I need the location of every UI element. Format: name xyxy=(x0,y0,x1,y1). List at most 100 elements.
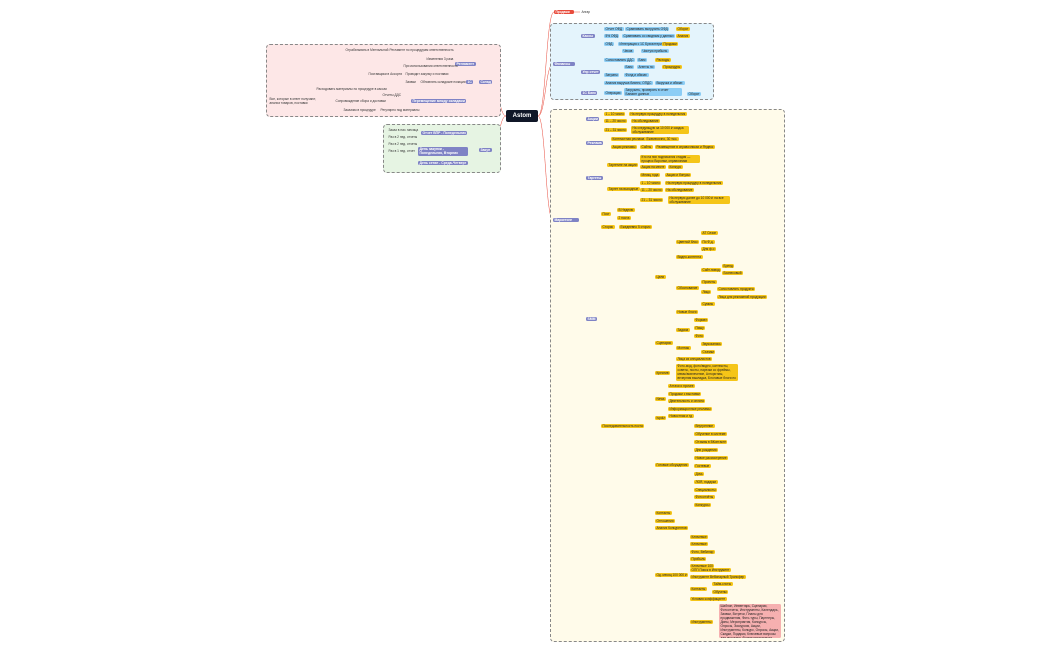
fin-ic1-a[interactable]: Операции xyxy=(604,91,622,95)
smm-stories[interactable]: Сторис xyxy=(601,225,615,229)
tgt-3-b[interactable]: Акции и бонусы xyxy=(665,173,692,177)
fin-uo2-c[interactable]: Расходы xyxy=(655,58,671,62)
promo-7[interactable]: Контакты xyxy=(690,587,707,591)
tseli-7[interactable]: Бизнесовый xyxy=(722,271,744,275)
zakup-1-b[interactable]: Отчет ВПР - Понедельник xyxy=(421,131,468,135)
isp-7[interactable]: ЛОЯ, подарки xyxy=(694,480,718,484)
promo-5[interactable]: ОПП Поиск в Инструмент xyxy=(690,568,731,572)
promo-10[interactable]: Условия коэффициент xyxy=(690,597,727,601)
branch-marketing[interactable]: Маркетинг xyxy=(553,218,579,222)
isp-10[interactable]: Конкурсы xyxy=(694,503,712,507)
tgt-6-c[interactable]: На первую далее до 10 000 ₽ на все обслу… xyxy=(668,196,730,204)
zakup-1-a[interactable]: Заказ в нач. месяца xyxy=(388,128,419,132)
vneshnie-1[interactable]: Отношения xyxy=(655,519,676,523)
tseli-2[interactable]: По Ф.д. xyxy=(701,240,716,244)
akt-1-a[interactable]: 1 – 10 число xyxy=(604,112,626,116)
smm-ispolz[interactable]: Ispolz xyxy=(655,416,667,420)
branch-zakup[interactable]: Закуп xyxy=(479,148,492,152)
fin-kassa-r3-b[interactable]: Интеграция с 1С Бухгалтерия xyxy=(618,42,666,46)
isp-8[interactable]: Специалисты xyxy=(694,488,718,492)
news-5[interactable]: Новостная и тд xyxy=(668,414,694,418)
smm-tseli[interactable]: Цели xyxy=(655,275,666,279)
smm-kreativ[interactable]: Креатив xyxy=(655,371,671,375)
smm-post-main[interactable]: Последовательность поста xyxy=(601,424,645,428)
isp-1[interactable]: Обучение в системе xyxy=(694,432,728,436)
smm-post-1[interactable]: В Неделю xyxy=(617,208,635,212)
fin-kassa[interactable]: Кассы xyxy=(581,34,595,38)
fin-kassa-r3-c[interactable]: Продажи xyxy=(662,42,679,46)
vneshnie-2[interactable]: Анализ Конкурентов xyxy=(655,526,689,530)
fin-icbank[interactable]: 1С Банк xyxy=(581,91,598,95)
fin-uo5-a[interactable]: Анализ выручка бизнес, ОПДС xyxy=(604,81,653,85)
news-3[interactable]: Деятельность и оплата xyxy=(668,399,706,403)
rek-1-b[interactable]: Ежемесячно, 30 тыс. xyxy=(645,137,679,141)
akt-2-b[interactable]: На обследование xyxy=(631,119,661,123)
sts-5[interactable]: Звукозапись xyxy=(701,342,723,346)
sts-1[interactable]: Формат xyxy=(694,318,709,322)
zakup-3-b[interactable]: День закупки - Понедельник, Вторник xyxy=(418,147,468,156)
mkt-targety[interactable]: Таргеты xyxy=(586,176,603,180)
tgt-6-b[interactable]: 21 – 31 число xyxy=(640,198,664,202)
rek-2-c[interactable]: Размещение в справочниках и Яндекс xyxy=(655,145,715,149)
kreativ-text[interactable]: Фото-мод, фото/видео, контексты, советы,… xyxy=(676,364,738,381)
mkt-aktsii[interactable]: Акции xyxy=(586,117,600,121)
fin-kassa-r1-b[interactable]: Сравнивать выгрузить ОФД xyxy=(625,27,670,31)
news-1[interactable]: Аттачи и прочее xyxy=(668,384,696,388)
tseli-9[interactable]: Обоснование xyxy=(676,286,699,290)
promo-2[interactable]: Фото, Вебинар xyxy=(690,550,715,554)
promo-6[interactable]: Инструмент Вебинарный Трансфер xyxy=(690,575,746,579)
news-2[interactable]: Продажи с выставки xyxy=(668,392,702,396)
mkt-smm[interactable]: SMM xyxy=(586,317,597,321)
reg-3-b[interactable]: При использовании ответственность xyxy=(403,64,458,68)
tseli-10[interactable]: Сопоставлять продукты xyxy=(717,287,756,291)
smm-promo[interactable]: Од. месяц 100 000 ₽ xyxy=(655,573,689,577)
tseli-3[interactable]: Для ф.о xyxy=(701,247,716,251)
fin-ic1-c[interactable]: Оборот xyxy=(687,92,702,96)
tgt-1-a[interactable]: Таргетинг на акции xyxy=(607,163,639,167)
smm-instr[interactable]: Инструменты xyxy=(690,620,713,624)
isp-6[interactable]: Дочь xyxy=(694,472,705,476)
tgt-3-a[interactable]: Месяц года xyxy=(640,173,660,177)
tgt-2-a[interactable]: Акция на месте xyxy=(640,165,666,169)
per-4-b[interactable]: Регулярно под материалы xyxy=(380,108,420,112)
reg-1-b[interactable]: Регламент по процедурам ответственность xyxy=(389,48,454,52)
akt-2-a[interactable]: 11 – 20 число xyxy=(604,119,627,123)
per-4-a[interactable]: Заказчик в процедуре xyxy=(343,108,376,112)
tgt-1-b[interactable]: Кто на них подписался стадия — процесс В… xyxy=(640,155,700,163)
akt-3-a[interactable]: 21 – 31 число xyxy=(604,128,628,132)
rek-2-a[interactable]: Акции рекламы xyxy=(611,145,637,149)
branch-sklad[interactable]: Склад xyxy=(479,80,493,84)
promo-8[interactable]: Тайм-слоты xyxy=(712,582,733,586)
fin-uo4-a[interactable]: Затраты xyxy=(604,73,620,77)
sklad-reglament[interactable]: Регламент xyxy=(455,62,476,66)
fin-uo1-b[interactable]: Чистую прибыль xyxy=(641,49,669,53)
isp-3[interactable]: Дни рождения xyxy=(694,448,719,452)
smm-news[interactable]: News xyxy=(655,397,666,401)
sklad-ic[interactable]: 1С xyxy=(466,80,474,84)
promo-9[interactable]: Обучены xyxy=(712,590,729,594)
isp-2[interactable]: Отзывы в ВКонтакте xyxy=(694,440,728,444)
sts-6[interactable]: Съемки xyxy=(701,350,716,354)
reg-2-b[interactable]: Изменения 3 раза xyxy=(426,57,454,61)
tseli-12[interactable]: Лица для рекламной продукции xyxy=(717,295,768,299)
fin-kassa-r2-a[interactable]: 5% ОФД xyxy=(604,34,620,38)
zakup-2-a[interactable]: Раз в 2 нед. отчеты xyxy=(388,135,418,139)
tgt-2-b[interactable]: Конкурс xyxy=(668,165,683,169)
sklad-peremesh[interactable]: Перемещение между складами xyxy=(411,99,467,103)
promo-1[interactable]: Ключевые xyxy=(690,542,709,546)
zakup-4-a[interactable]: Раз в 1 нед. отчет xyxy=(388,149,415,153)
akt-1-b[interactable]: На первую процедуру в понедельник xyxy=(629,112,687,116)
smm-post-2[interactable]: 2 поста xyxy=(617,216,631,220)
news-4[interactable]: Информационные рекламы xyxy=(668,407,713,411)
tseli-14[interactable]: Новые блоги xyxy=(676,310,699,314)
tseli-11[interactable]: Лицо xyxy=(701,290,712,294)
fin-uo2-a[interactable]: Сопоставлять ДДС xyxy=(604,58,636,62)
sts-0[interactable]: Задача xyxy=(676,328,690,332)
tseli-5[interactable]: Сайт-повод xyxy=(701,268,722,272)
obnov-a[interactable]: Заявки xyxy=(405,80,416,84)
tseli-13[interactable]: Суммы xyxy=(701,302,715,306)
smm-post[interactable]: Пост xyxy=(601,212,612,216)
sts-2[interactable]: Пишу xyxy=(694,326,706,330)
tgt-4-b[interactable]: 1 – 10 число xyxy=(640,181,662,185)
isp-0[interactable]: Внутренние xyxy=(694,424,715,428)
